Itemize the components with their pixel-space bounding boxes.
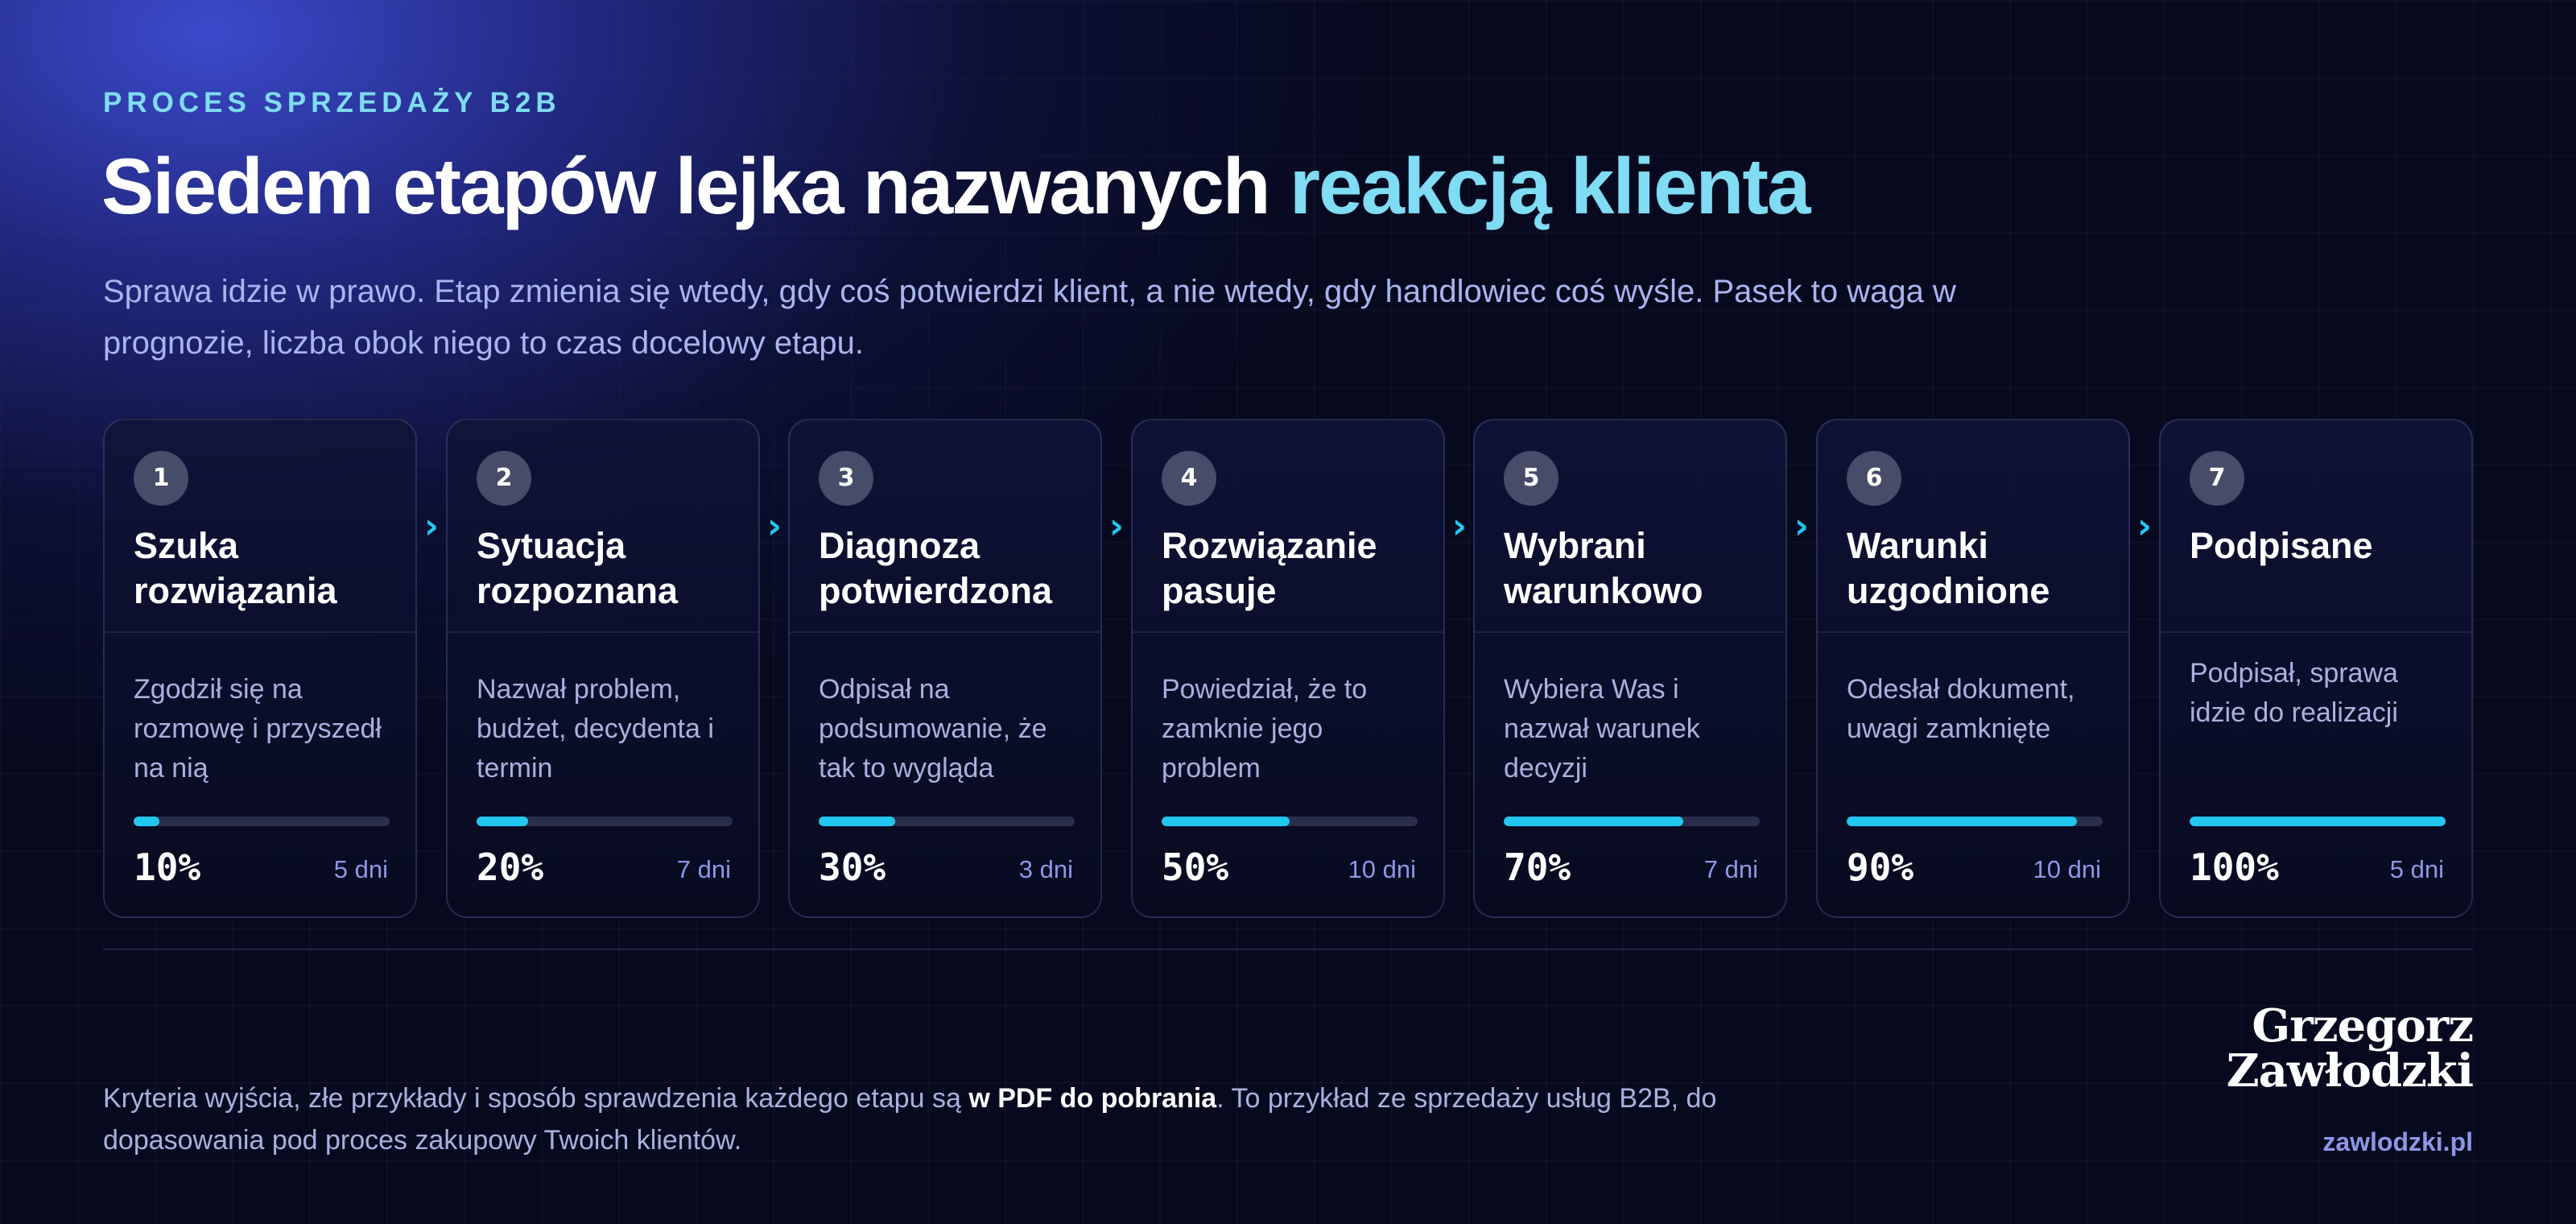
stage-description: Nazwał problem, budżet, decydenta i term…: [477, 674, 714, 784]
chevron-right-icon: ›: [423, 506, 440, 547]
weight-percent: 50%: [1162, 846, 1229, 889]
stage-title: Podpisane: [2190, 525, 2373, 566]
card-divider: [1475, 631, 1785, 633]
signature-first-name: Grzegorz: [2252, 999, 2474, 1052]
stage-description: Podpisał, sprawa idzie do realizacji: [2190, 658, 2398, 728]
card-divider: [105, 631, 415, 633]
card-divider: [1818, 631, 2128, 633]
section-divider: [103, 949, 2473, 950]
stage-number-badge: 5: [1504, 451, 1558, 506]
stage-title: Szuka rozwiązania: [134, 525, 337, 611]
target-days: 5 dni: [2389, 855, 2444, 883]
stage-description: Zgodził się na rozmowę i przyszedł na ni…: [134, 674, 382, 784]
chevron-right-icon: ›: [2136, 506, 2153, 547]
weight-bar: [1847, 817, 2103, 826]
website-link[interactable]: zawlodzki.pl: [2322, 1127, 2473, 1156]
target-days: 5 dni: [333, 855, 388, 883]
weight-bar-fill: [819, 817, 896, 826]
card-divider: [1133, 631, 1443, 633]
stage-number-badge: 6: [1847, 451, 1901, 506]
weight-bar: [1162, 817, 1418, 826]
weight-bar-fill: [1847, 817, 2078, 826]
stage-title: Diagnoza potwierdzona: [819, 525, 1052, 611]
pdf-download-link[interactable]: w PDF do pobrania: [968, 1083, 1217, 1114]
signature-last-name: Zawłodzki: [2226, 1044, 2474, 1098]
chevron-right-icon: ›: [1794, 506, 1810, 547]
page-title: Siedem etapów lejka nazwanych reakcją kl…: [101, 142, 1811, 230]
weight-percent: 90%: [1847, 846, 1914, 889]
card-divider: [2161, 631, 2471, 633]
weight-bar: [477, 817, 733, 826]
weight-bar-fill: [477, 817, 528, 826]
subtitle: Sprawa idzie w prawo. Etap zmienia się w…: [103, 274, 1956, 361]
weight-percent: 10%: [134, 846, 201, 889]
eyebrow-label: PROCES SPRZEDAŻY B2B: [103, 87, 561, 118]
stage-title: Warunki uzgodnione: [1847, 525, 2050, 611]
weight-percent: 30%: [819, 846, 886, 889]
stage-number-badge: 1: [134, 451, 188, 506]
weight-percent: 20%: [477, 846, 544, 889]
stage-description: Powiedział, że to zamknie jego problem: [1162, 674, 1368, 784]
stage-number-badge: 4: [1162, 451, 1216, 506]
weight-bar-fill: [134, 817, 159, 826]
card-divider: [790, 631, 1100, 633]
stage-number-badge: 7: [2190, 451, 2244, 506]
target-days: 7 dni: [1703, 855, 1758, 883]
weight-bar-fill: [2190, 817, 2446, 826]
chevron-right-icon: ›: [766, 506, 782, 547]
title-accent: reakcją klienta: [1289, 142, 1811, 230]
stage-number-badge: 2: [477, 451, 531, 506]
stage-description: Wybiera Was i nazwał warunek decyzji: [1504, 674, 1700, 784]
target-days: 10 dni: [1348, 855, 1416, 883]
chevron-right-icon: ›: [1451, 506, 1468, 547]
stage-title: Sytuacja rozpoznana: [477, 525, 679, 611]
footer-note-after: . To przykład ze sprzedaży usług B2B, do…: [103, 1083, 1717, 1156]
weight-bar-fill: [1504, 817, 1683, 826]
target-days: 10 dni: [2033, 855, 2101, 883]
stage-description: Odesłał dokument, uwagi zamknięte: [1847, 674, 2075, 744]
weight-bar: [2190, 817, 2446, 826]
weight-bar: [1504, 817, 1760, 826]
target-days: 3 dni: [1018, 855, 1073, 883]
title-main: Siedem etapów lejka nazwanych: [101, 142, 1290, 230]
chevron-right-icon: ›: [1108, 506, 1125, 547]
footer-note: Kryteria wyjścia, złe przykłady i sposób…: [103, 1077, 1794, 1161]
stage-title: Rozwiązanie pasuje: [1162, 525, 1377, 611]
card-divider: [448, 631, 758, 633]
stage-description: Odpisał na podsumowanie, że tak to wyglą…: [819, 674, 1047, 784]
weight-bar-fill: [1162, 817, 1290, 826]
weight-percent: 100%: [2190, 846, 2279, 889]
weight-bar: [134, 817, 390, 826]
weight-bar: [819, 817, 1075, 826]
target-days: 7 dni: [676, 855, 731, 883]
author-signature-logo: Grzegorz Zawłodzki: [2141, 999, 2474, 1098]
footer-note-before: Kryteria wyjścia, złe przykłady i sposób…: [103, 1083, 969, 1114]
stage-number-badge: 3: [819, 451, 873, 506]
stage-title: Wybrani warunkowo: [1504, 525, 1703, 611]
weight-percent: 70%: [1504, 846, 1571, 889]
